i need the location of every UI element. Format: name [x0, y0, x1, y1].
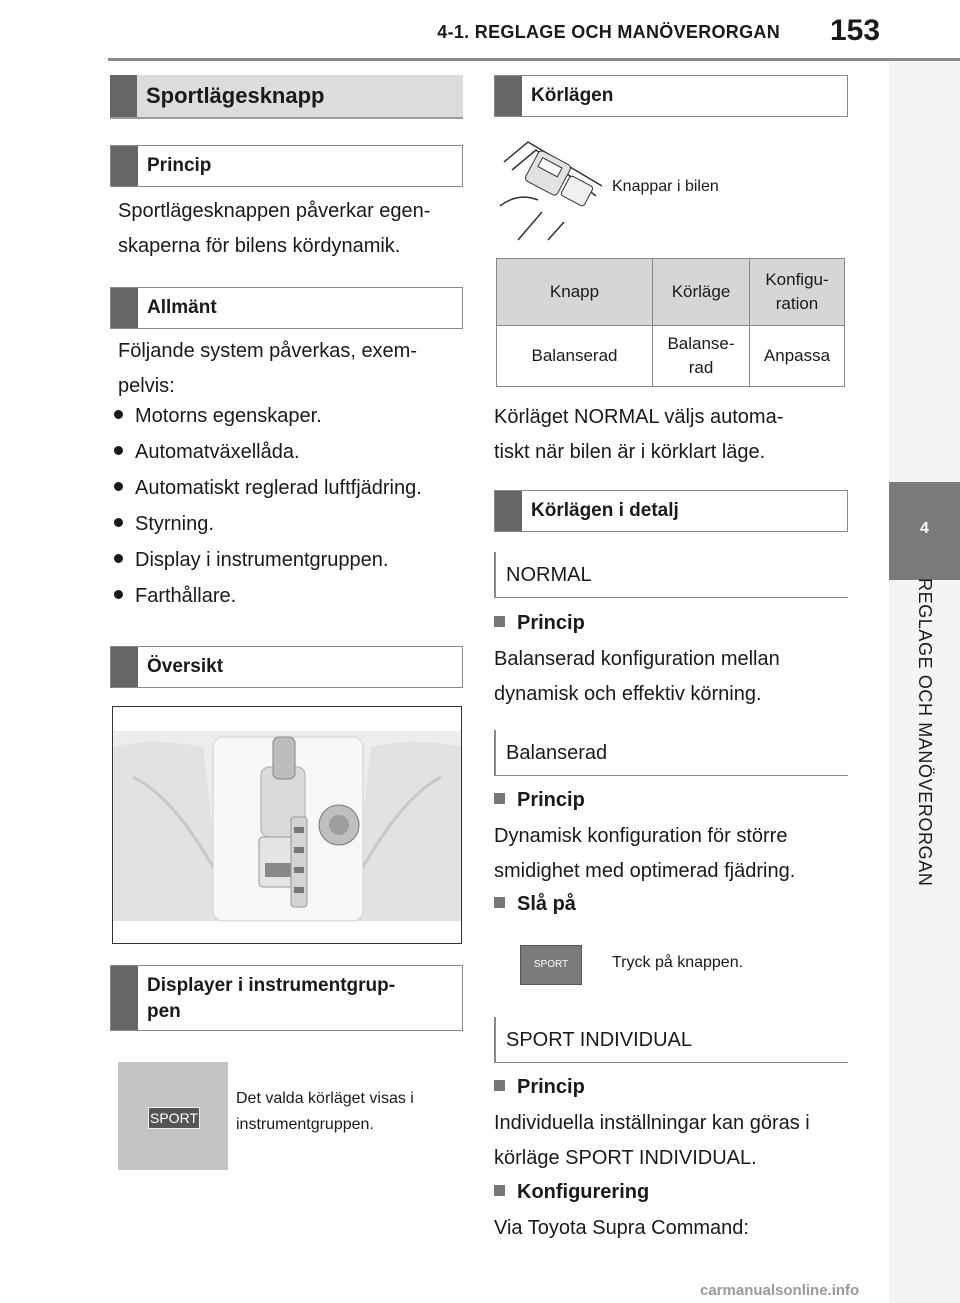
balanced-description: Dynamisk konfiguration för större smidig… [494, 825, 796, 882]
list-item: Farthållare. [114, 582, 422, 618]
subheading-principle: Princip [494, 786, 585, 814]
sport-mode-indicator: SPORT [148, 1107, 200, 1129]
mode-heading-balanced: Balanserad [494, 730, 848, 776]
overview-image [112, 706, 462, 944]
sport-individual-description: Individuella inställningar kan göras i k… [494, 1112, 810, 1169]
mode-buttons-illustration [499, 141, 603, 241]
table-cell: Anpassa [749, 325, 845, 387]
table-cell: Balanserad [496, 325, 653, 387]
center-console-illustration [113, 731, 461, 922]
modes-table: Knapp Körläge Konfigu-ration Balanserad … [496, 258, 845, 387]
page-number: 153 [829, 14, 881, 47]
list-item: Display i instrumentgruppen. [114, 546, 422, 582]
table-row: Balanserad Balanse-rad Anpassa [496, 325, 845, 387]
heading-drive-modes: Körlägen [494, 75, 848, 117]
heading-instrument-displays: Displayer i instrumentgrup- pen [110, 965, 463, 1031]
instrument-display-image: SPORT [118, 1062, 228, 1170]
subheading-configuration: Konfigurering [494, 1178, 649, 1206]
sport-button-image: SPORT [520, 945, 582, 985]
list-item: Automatväxellåda. [114, 438, 422, 474]
table-cell: Balanse-rad [652, 325, 750, 387]
subheading-principle: Princip [494, 1073, 585, 1101]
mode-heading-sport-individual: SPORT INDIVIDUAL [494, 1017, 848, 1063]
side-band-top [889, 62, 960, 482]
heading-general: Allmänt [110, 287, 463, 329]
chapter-tab-number: 4 [920, 520, 929, 537]
table-header-cell: Konfigu-ration [749, 258, 845, 326]
heading-text: Sportlägesknapp [146, 83, 325, 108]
buttons-image [498, 136, 603, 242]
buttons-caption: Knappar i bilen [612, 178, 719, 195]
general-paragraph: Följande system påverkas, exem- pelvis: [118, 340, 418, 397]
principle-paragraph: Sportlägesknappen påverkar egen- skapern… [118, 200, 431, 257]
normal-auto-paragraph: Körläget NORMAL väljs automa- tiskt när … [494, 406, 784, 463]
header-rule [108, 58, 960, 61]
side-chapter-label: REGLAGE OCH MANÖVERORGAN [915, 578, 935, 887]
configuration-text: Via Toyota Supra Command: [494, 1217, 749, 1239]
side-band-bottom [889, 580, 960, 1303]
subheading-switch-on: Slå på [494, 890, 576, 918]
table-header-row: Knapp Körläge Konfigu-ration [496, 258, 845, 326]
mode-heading-normal: NORMAL [494, 552, 848, 598]
display-caption: Det valda körläget visas i instrumentgru… [236, 1090, 414, 1133]
watermark: carmanualsonline.info [700, 1282, 860, 1299]
chapter-title: 4-1. REGLAGE OCH MANÖVERORGAN [437, 22, 780, 42]
normal-description: Balanserad konfiguration mellan dynamisk… [494, 648, 780, 705]
heading-principle: Princip [110, 145, 463, 187]
table-header-cell: Knapp [496, 258, 653, 326]
list-item: Automatiskt reglerad luftfjädring. [114, 474, 422, 510]
list-item: Styrning. [114, 510, 422, 546]
affected-systems-list: Motorns egenskaper. Automatväxellåda. Au… [114, 402, 422, 618]
chapter-tab[interactable]: 4 [889, 482, 960, 580]
table-header-cell: Körläge [652, 258, 750, 326]
press-button-caption: Tryck på knappen. [612, 954, 744, 971]
heading-mode-details: Körlägen i detalj [494, 490, 848, 532]
list-item: Motorns egenskaper. [114, 402, 422, 438]
heading-sport-button: Sportlägesknapp [110, 75, 463, 119]
heading-overview: Översikt [110, 646, 463, 688]
subheading-principle: Princip [494, 609, 585, 637]
